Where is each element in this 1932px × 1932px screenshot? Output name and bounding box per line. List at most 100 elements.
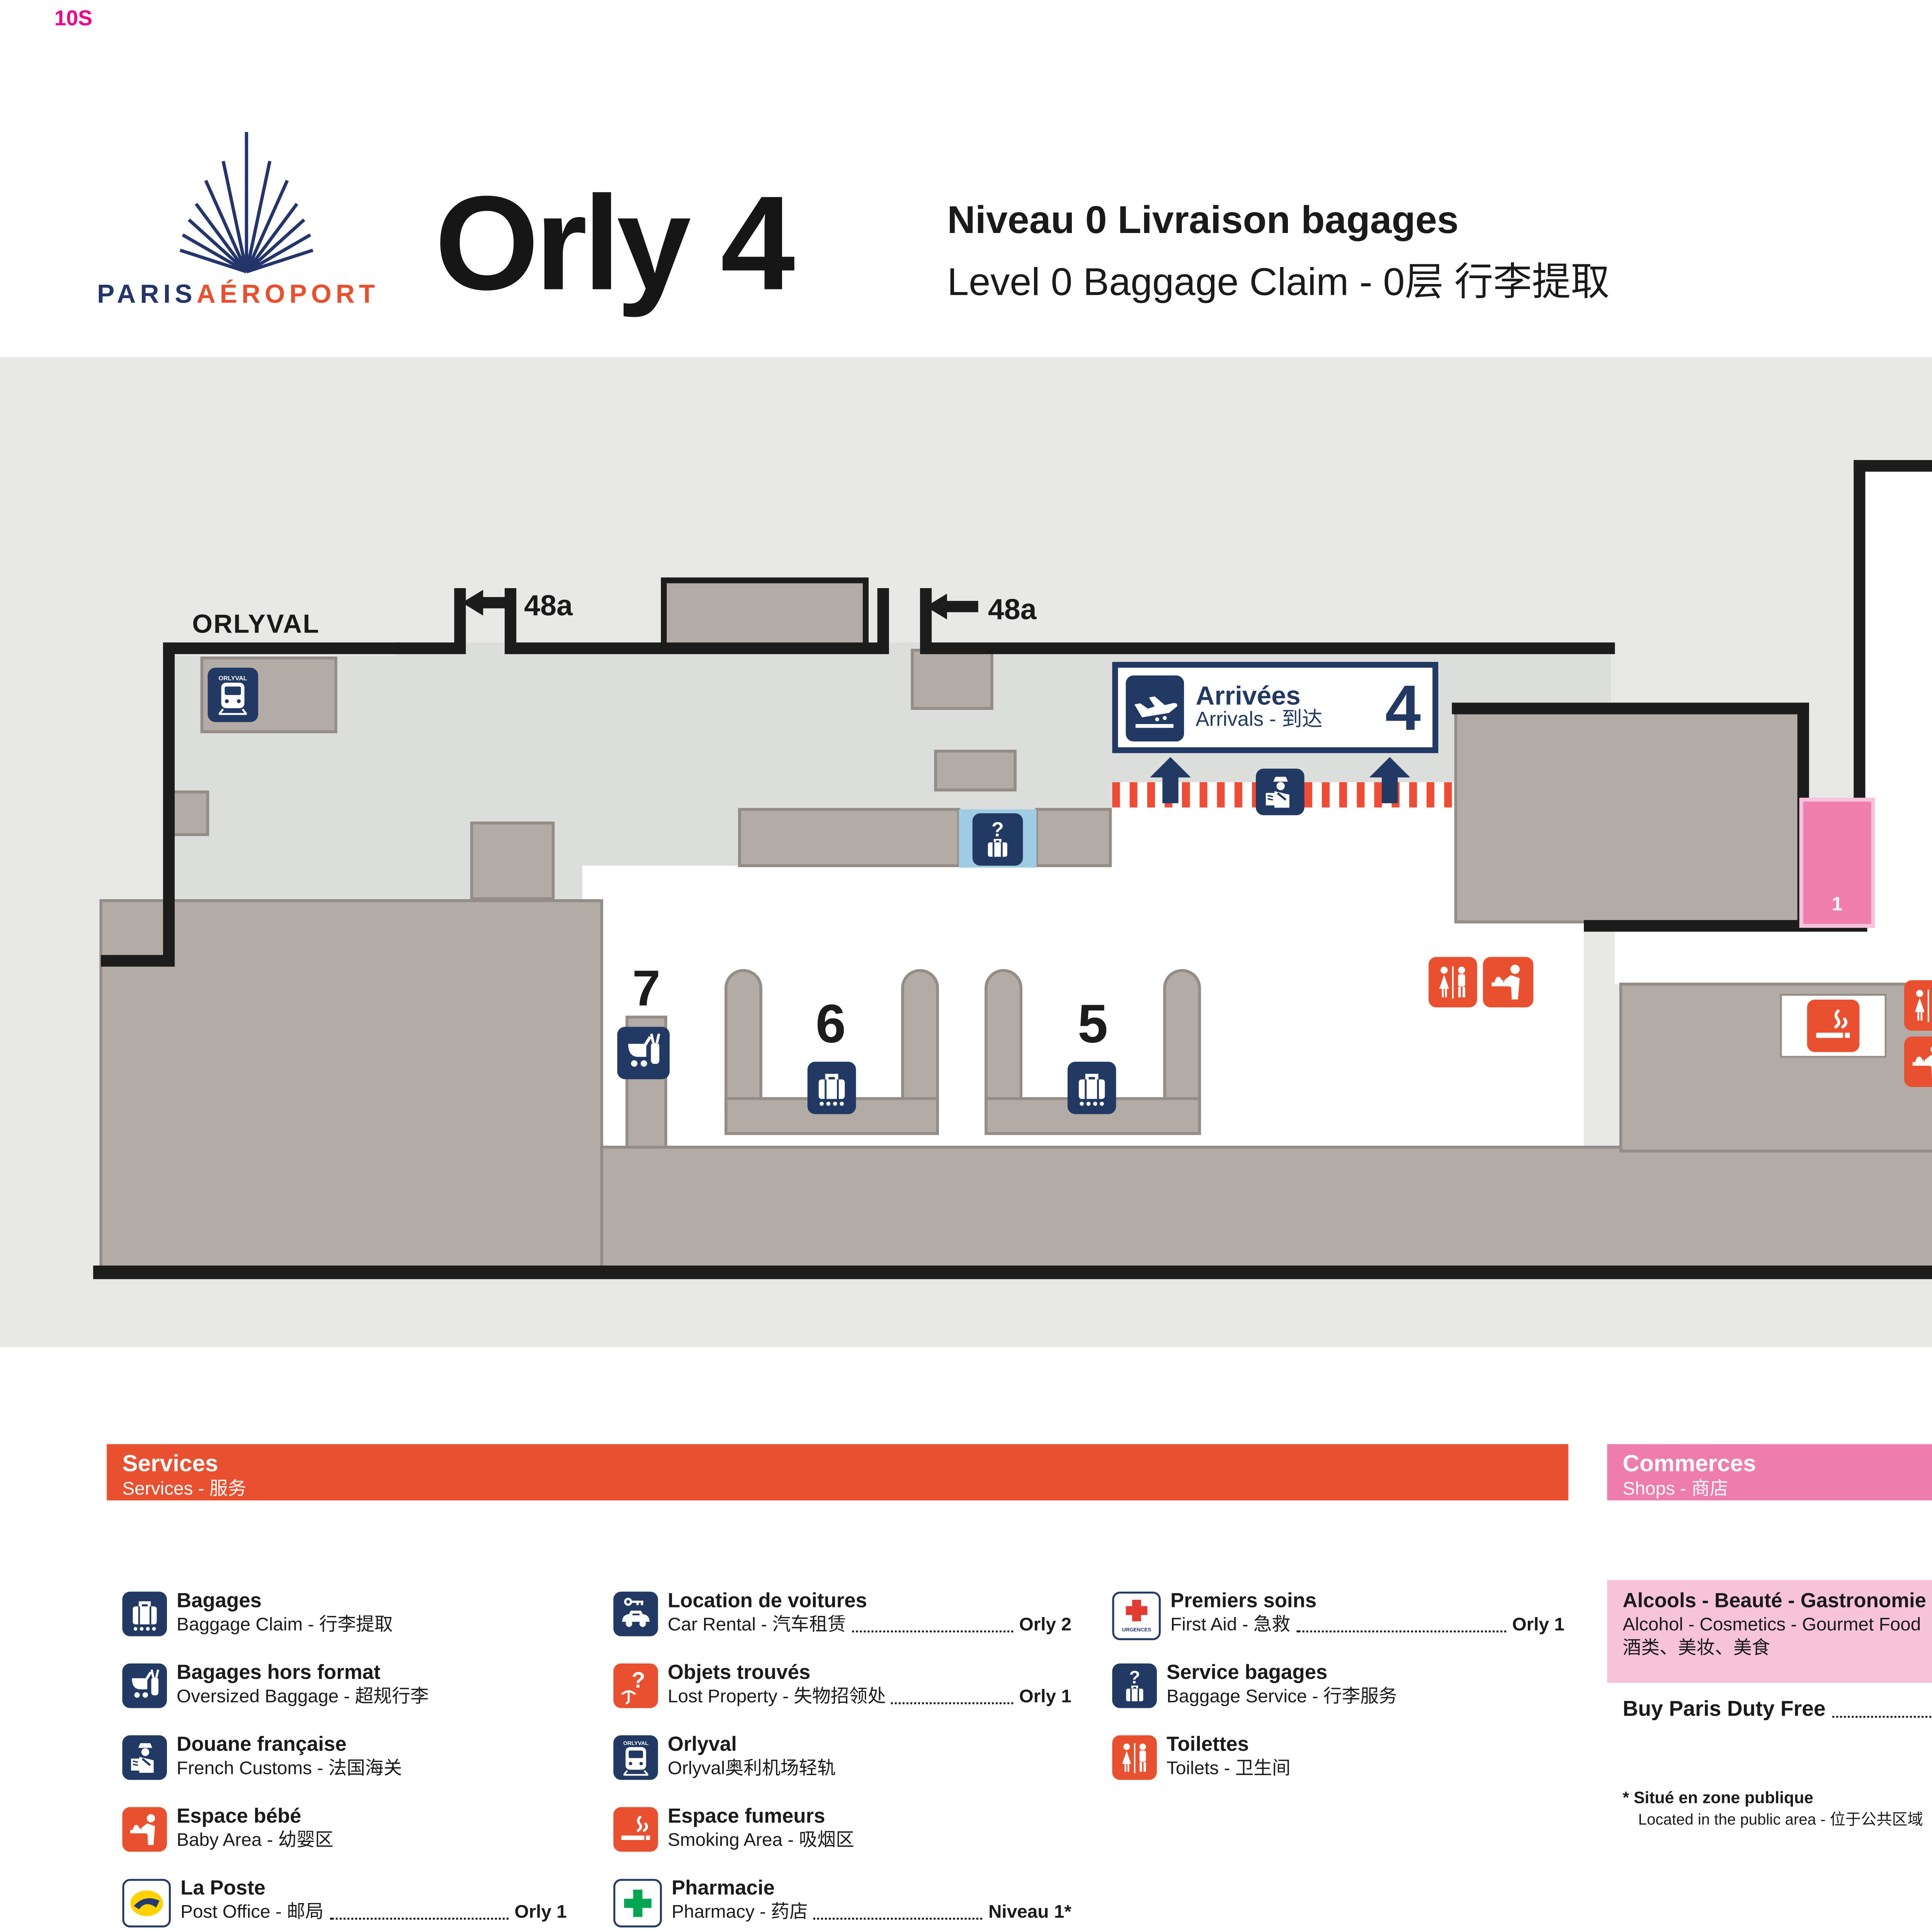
smoking-icon [1807,1000,1860,1052]
service-subtitle-text: Baby Area - 幼婴区 [177,1829,333,1851]
service-title: Espace fumeurs [668,1805,825,1828]
baggage-claim-icon [807,1061,856,1114]
service-subtitle-text: Pharmacy - 药店 [672,1901,808,1923]
oversized-baggage-icon [122,1663,167,1708]
customs-icon [122,1735,167,1780]
commerces-subtitle: Shops - 商店 [1622,1478,1728,1500]
dotted-leader [891,1703,1014,1705]
service-subtitle-text: Lost Property - 失物招领处 [668,1685,886,1708]
services-subtitle: Services - 服务 [122,1478,247,1500]
up-arrow-icon [1149,757,1192,808]
carousel-6-number: 6 [815,993,846,1054]
footnote-fr: * Situé en zone publique [1622,1787,1813,1807]
oversized-baggage-icon [617,1027,670,1079]
dotted-leader [329,1918,509,1921]
svg-text:ORLYVAL: ORLYVAL [623,1740,648,1747]
subtitle-en: Level 0 Baggage Claim - 0层 行李提取 [947,262,1610,305]
service-subtitle: Baby Area - 幼婴区 [177,1830,567,1853]
exit-label: 48a [988,594,1037,627]
category-zh: 酒类、美妆、美食 [1622,1638,1770,1660]
commerces-header: Commerces Shops - 商店 [1607,1444,1932,1501]
service-subtitle-text: Smoking Area - 吸烟区 [668,1829,854,1851]
customs-icon [1256,769,1304,815]
lost-property-icon: ? [613,1663,658,1708]
service-title: Bagages [177,1590,262,1613]
service-subtitle-text: Toilets - 卫生间 [1167,1757,1291,1779]
services-header: Services Services - 服务 [107,1444,1568,1501]
toilets-icon [1904,980,1932,1031]
service-title: Espace bébé [177,1805,301,1828]
service-title: Pharmacie [672,1877,775,1900]
exit-label: 48a [524,590,573,623]
brand-wordmark: PARISAÉROPORT [97,279,379,308]
svg-text:?: ? [1129,1667,1140,1687]
category-fr: Alcools - Beauté - Gastronomie [1622,1590,1927,1613]
service-title: La Poste [180,1877,266,1900]
duty-free-row: Buy Paris Duty Free 1 [1622,1692,1932,1722]
service-title: Douane française [177,1733,347,1757]
service-subtitle-text: Baggage Claim - 行李提取 [177,1614,393,1636]
service-subtitle-text: Orlyval奥利机场轻轨 [668,1757,836,1779]
service-title: Bagages hors format [177,1661,381,1685]
service-title: Toilettes [1167,1733,1249,1757]
service-location: Niveau 1* [988,1901,1071,1923]
arrivals-number: 4 [1385,670,1421,743]
service-subtitle: Smoking Area - 吸烟区 [668,1830,1071,1853]
toilets-icon [1429,957,1477,1008]
baby-area-icon [1904,1036,1932,1087]
service-subtitle: Oversized Baggage - 超规行李 [177,1686,567,1709]
exit-48a-right: 48a [926,592,1037,629]
service-subtitle-text: Post Office - 邮局 [180,1901,324,1923]
arrivals-fr: Arrivées [1196,681,1301,711]
svg-text:URGENCES: URGENCES [1122,1627,1151,1633]
baggage-service-icon: ? [1112,1663,1157,1708]
brand-aeroport: AÉROPORT [196,279,379,309]
service-subtitle-text: Car Rental - 汽车租赁 [668,1614,846,1636]
first-aid-icon: URGENCES [1112,1592,1161,1640]
service-title: Location de voitures [668,1590,867,1613]
service-subtitle: French Customs - 法国海关 [177,1758,567,1781]
dotted-leader [1296,1631,1507,1633]
service-subtitle-text: French Customs - 法国海关 [177,1757,402,1779]
orlyval-train-icon: ORLYVAL [207,668,259,722]
carousel-5-number: 5 [1077,993,1108,1054]
car-rental-icon [613,1592,658,1636]
service-subtitle-text: First Aid - 急救 [1170,1614,1291,1636]
smoking-icon [613,1807,658,1852]
duty-free-shop-marker: 1 [1799,798,1875,928]
svg-text:?: ? [631,1668,645,1692]
baggage-claim-icon [122,1592,167,1636]
arrivals-plane-icon [1126,674,1184,741]
service-subtitle-text: Baggage Service - 行李服务 [1167,1685,1397,1708]
subtitle-fr: Niveau 0 Livraison bagages [947,200,1459,243]
service-title: Objets trouvés [668,1661,811,1685]
svg-text:ORLYVAL: ORLYVAL [219,675,247,682]
la-poste-icon [122,1879,171,1928]
carousel-7-number: 7 [632,959,661,1017]
paris-aeroport-logo-rays-icon [179,132,314,274]
service-title: Orlyval [668,1733,737,1757]
services-title: Services [122,1450,218,1477]
service-title: Service bagages [1167,1661,1328,1685]
service-subtitle: Baggage Service - 行李服务 [1167,1686,1565,1709]
baggage-service-icon: ? [972,812,1023,865]
left-arrow-icon [462,588,515,625]
arrivals-en: Arrivals - 到达 [1196,708,1323,732]
exit-48a-left: 48a [462,588,573,625]
dotted-leader [1831,1716,1932,1718]
